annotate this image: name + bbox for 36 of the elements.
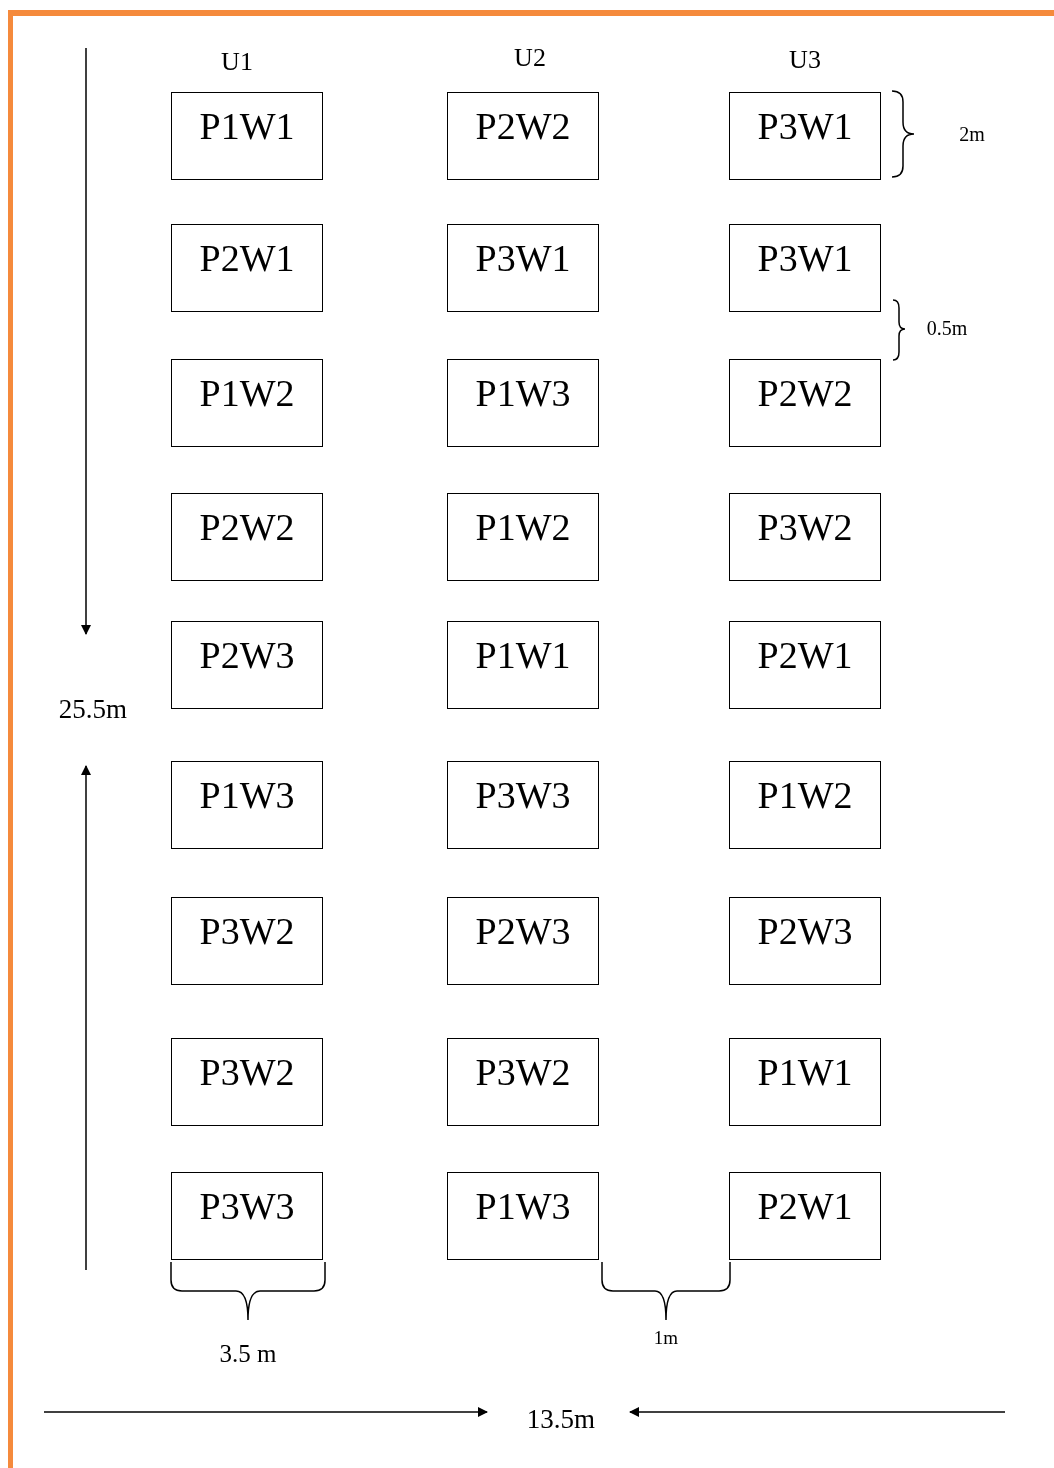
plot-box: P2W1 xyxy=(729,1172,881,1260)
plot-box: P3W2 xyxy=(447,1038,599,1126)
plot-box: P2W3 xyxy=(447,897,599,985)
plot-box: P2W2 xyxy=(171,493,323,581)
column-label: U3 xyxy=(789,45,821,75)
plot-box: P2W3 xyxy=(729,897,881,985)
dimension-label: 3.5 m xyxy=(219,1340,277,1368)
plot-box: P1W3 xyxy=(447,359,599,447)
plot-box: P3W2 xyxy=(171,1038,323,1126)
plot-box: P1W2 xyxy=(171,359,323,447)
plot-box: P3W3 xyxy=(447,761,599,849)
plot-box: P3W3 xyxy=(171,1172,323,1260)
plot-box: P2W1 xyxy=(729,621,881,709)
dimension-label: 25.5m xyxy=(58,695,128,725)
column-label: U2 xyxy=(514,43,546,73)
column-label: U1 xyxy=(221,47,253,77)
plot-box: P1W2 xyxy=(447,493,599,581)
plot-box: P1W3 xyxy=(447,1172,599,1260)
plot-box: P1W1 xyxy=(447,621,599,709)
plot-box: P1W1 xyxy=(171,92,323,180)
plot-box: P3W1 xyxy=(729,224,881,312)
plot-box: P1W1 xyxy=(729,1038,881,1126)
plot-box: P3W2 xyxy=(171,897,323,985)
plot-box: P2W3 xyxy=(171,621,323,709)
plot-box: P2W1 xyxy=(171,224,323,312)
plot-box: P3W1 xyxy=(447,224,599,312)
plot-box: P1W2 xyxy=(729,761,881,849)
plot-box: P3W2 xyxy=(729,493,881,581)
dimension-label: 13.5m xyxy=(526,1405,596,1435)
plot-box: P1W3 xyxy=(171,761,323,849)
plot-box: P2W2 xyxy=(447,92,599,180)
dimension-label: 2m xyxy=(959,123,985,145)
plot-box: P3W1 xyxy=(729,92,881,180)
dimension-label: 1m xyxy=(653,1327,679,1349)
plot-box: P2W2 xyxy=(729,359,881,447)
dimension-label: 0.5m xyxy=(926,317,968,339)
